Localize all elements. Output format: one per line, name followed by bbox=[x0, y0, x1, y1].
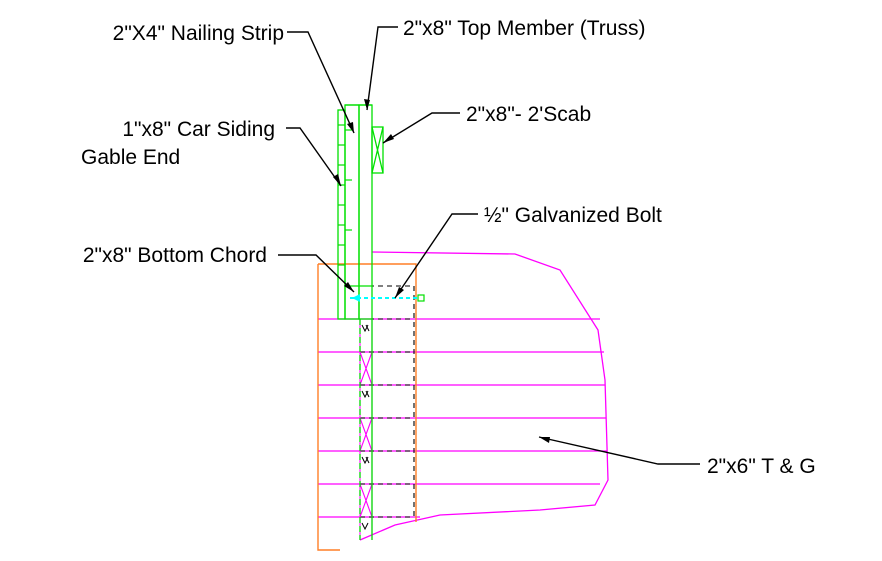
label-top-member: 2"x8" Top Member (Truss) bbox=[403, 17, 645, 40]
blocking-hatch bbox=[361, 324, 370, 531]
label-tongue-groove: 2"x6" T & G bbox=[707, 455, 816, 478]
leader-lines bbox=[278, 26, 700, 465]
truss-members bbox=[337, 104, 384, 540]
galvanized-bolt bbox=[350, 294, 425, 302]
siding-ticks bbox=[338, 124, 352, 266]
hidden-lines bbox=[360, 285, 415, 520]
post-member bbox=[317, 263, 417, 551]
tg-decking-outline bbox=[359, 251, 609, 541]
label-gable-end: Gable End bbox=[81, 146, 180, 169]
label-nailing-strip: 2"X4" Nailing Strip bbox=[113, 22, 284, 45]
label-bolt: ½" Galvanized Bolt bbox=[484, 204, 662, 227]
label-scab: 2"x8"- 2'Scab bbox=[466, 103, 591, 126]
label-bottom-chord: 2"x8" Bottom Chord bbox=[83, 244, 267, 267]
label-car-siding: 1"x8" Car Siding bbox=[122, 118, 275, 141]
